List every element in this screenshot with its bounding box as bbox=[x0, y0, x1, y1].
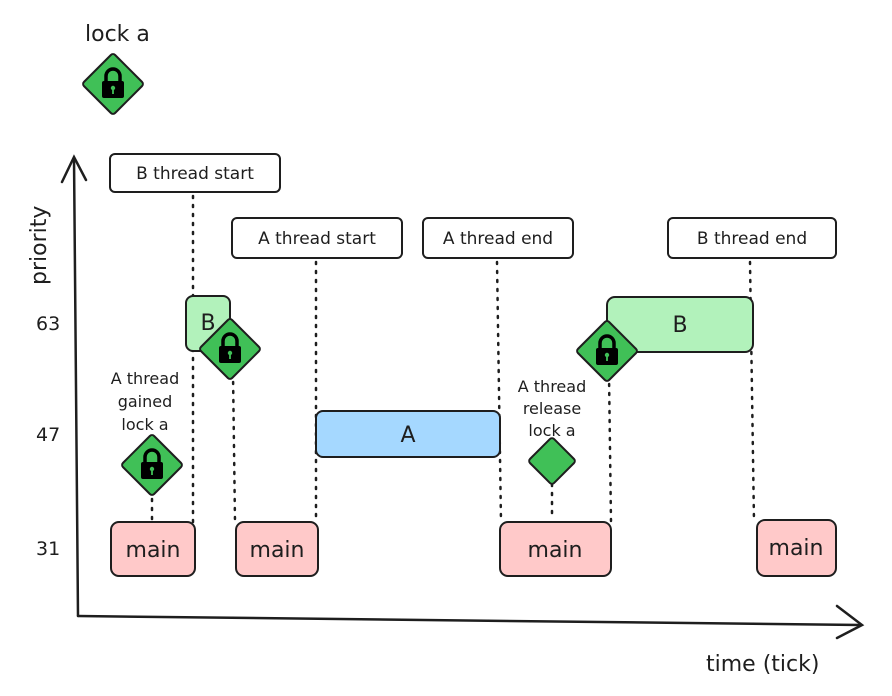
bar-main-1-label: main bbox=[126, 538, 181, 563]
bar-a-label: A bbox=[400, 423, 415, 448]
x-axis-label: time (tick) bbox=[706, 652, 819, 677]
y-tick-47: 47 bbox=[36, 424, 60, 446]
callout-b-thread-start-label: B thread start bbox=[136, 164, 254, 184]
bar-main-1: main bbox=[110, 521, 196, 577]
annotation-a-release-line-2: release bbox=[523, 399, 581, 418]
annotation-a-release-line-3: lock a bbox=[528, 421, 575, 440]
bar-a: A bbox=[315, 410, 501, 458]
annotation-a-gained-line-1: A thread bbox=[111, 369, 179, 388]
annotation-a-gained-line-2: gained bbox=[118, 392, 173, 411]
y-axis-label: priority bbox=[27, 206, 52, 285]
lock-icon-a-gained bbox=[119, 432, 185, 498]
y-tick-31: 31 bbox=[36, 538, 60, 560]
annotation-a-release-line-1: A thread bbox=[518, 377, 586, 396]
y-tick-63: 63 bbox=[36, 313, 60, 335]
dotted-lines bbox=[150, 194, 756, 527]
callout-a-thread-start: A thread start bbox=[231, 217, 403, 259]
x-axis bbox=[76, 614, 863, 627]
bar-main-3-label: main bbox=[528, 538, 583, 563]
bar-main-3: main bbox=[499, 521, 612, 577]
unlock-diamond-icon bbox=[528, 437, 576, 485]
y-axis-arrow-icon bbox=[60, 154, 88, 184]
legend-lock-label: lock a bbox=[85, 22, 150, 47]
callout-b-thread-end: B thread end bbox=[667, 217, 837, 259]
x-axis-arrow-icon bbox=[835, 604, 865, 640]
annotation-a-gained-line-3: lock a bbox=[121, 415, 168, 434]
bar-b-short-label: B bbox=[200, 311, 215, 336]
bar-main-2-label: main bbox=[250, 538, 305, 563]
callout-a-thread-end: A thread end bbox=[422, 217, 574, 259]
annotation-a-release: A thread release lock a bbox=[518, 377, 586, 440]
legend-lock-icon bbox=[80, 51, 146, 117]
callout-b-thread-start: B thread start bbox=[109, 153, 281, 193]
bar-main-4-label: main bbox=[769, 536, 824, 561]
callout-b-thread-end-label: B thread end bbox=[697, 229, 807, 249]
axes bbox=[60, 154, 865, 640]
annotation-a-gained: A thread gained lock a bbox=[111, 369, 179, 434]
bar-b-long-label: B bbox=[672, 313, 687, 338]
callout-a-thread-end-label: A thread end bbox=[443, 229, 553, 249]
y-axis bbox=[72, 156, 80, 618]
bar-b-long: B bbox=[606, 296, 754, 353]
bar-main-2: main bbox=[235, 521, 319, 577]
callout-a-thread-start-label: A thread start bbox=[258, 229, 376, 249]
bar-main-4: main bbox=[756, 519, 837, 577]
